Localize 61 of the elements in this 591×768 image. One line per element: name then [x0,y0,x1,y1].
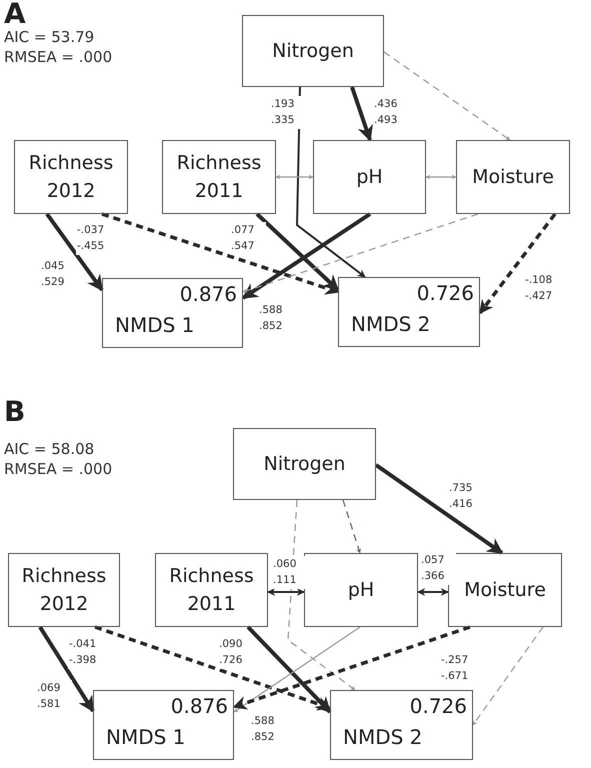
variable-name: pH [355,164,384,190]
path-arrow [242,212,372,300]
variable-box [330,690,473,760]
fit-statistic: AIC = 58.08 [4,440,94,458]
path-arrow [94,625,332,710]
variable-box [8,553,120,627]
path-arrow [350,86,373,142]
variable-name: Nitrogen [262,452,346,477]
path-arrow [38,626,95,712]
variable-box [93,690,234,760]
variable-name: Richness 2011 [176,150,262,204]
path-arrow [374,463,504,555]
variable-name: NMDS 1 [115,313,194,337]
r-squared-value: 0.726 [410,694,467,718]
variable-box [162,140,276,214]
variable-name: Moisture [463,578,547,603]
path-arrow [287,500,356,690]
variable-box [313,140,426,214]
variable-name: Richness 2012 [20,564,108,617]
path-arrow [232,625,471,710]
variable-box [102,278,243,348]
path-arrow [478,212,556,314]
path-arrow [384,52,510,140]
r-squared-value: 0.876 [170,694,228,718]
r-squared-value: 0.876 [180,282,237,306]
variable-name: NMDS 2 [351,312,430,336]
variable-box [338,277,480,347]
fit-statistic: RMSEA = .000 [4,48,112,66]
path-arrow [101,212,340,295]
variable-name: Nitrogen [271,38,355,64]
variable-name: Richness 2011 [168,564,255,617]
path-arrow [242,213,478,293]
variable-name: NMDS 2 [343,725,422,749]
path-arrow [276,174,314,180]
variable-box [304,553,418,627]
path-arrow [256,212,340,292]
path-arrow [472,626,544,726]
edge-label: .090 .726 [218,636,254,669]
variable-name: Richness 2012 [28,150,114,204]
edge-label: .057 .366 [420,552,456,585]
panel-letter: A [4,0,26,28]
variable-box [233,428,376,500]
variable-box [242,15,384,87]
variable-name: Moisture [471,164,555,190]
r-squared-value: 0.726 [416,281,474,305]
path-arrow [246,626,332,714]
fit-statistic: AIC = 53.79 [4,28,94,46]
edge-label: .060 .111 [272,556,308,589]
path-arrow [342,500,361,554]
variable-name: pH [346,578,376,603]
path-arrow [417,588,449,596]
fit-statistic: RMSEA = .000 [4,460,112,478]
path-arrow [267,588,305,596]
panel-letter: B [4,398,26,426]
path-arrow [426,174,456,180]
path-arrow [45,212,104,292]
variable-box [155,553,268,627]
variable-name: NMDS 1 [106,725,186,749]
variable-box [456,140,570,214]
variable-box [14,140,128,214]
path-arrow [234,626,360,712]
